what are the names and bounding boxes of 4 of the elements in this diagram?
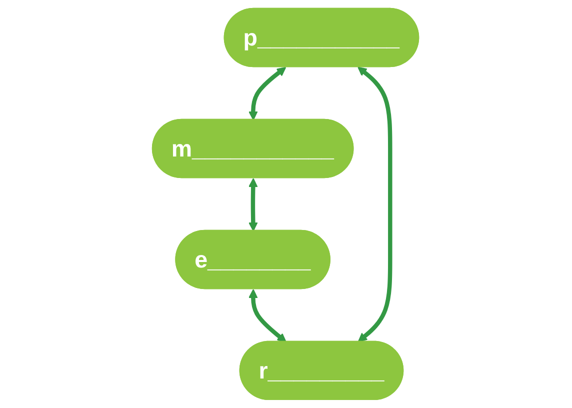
arrow bbox=[249, 66, 287, 120]
arrow bbox=[248, 178, 258, 232]
arrow bbox=[358, 66, 393, 342]
arrow bbox=[248, 289, 287, 342]
